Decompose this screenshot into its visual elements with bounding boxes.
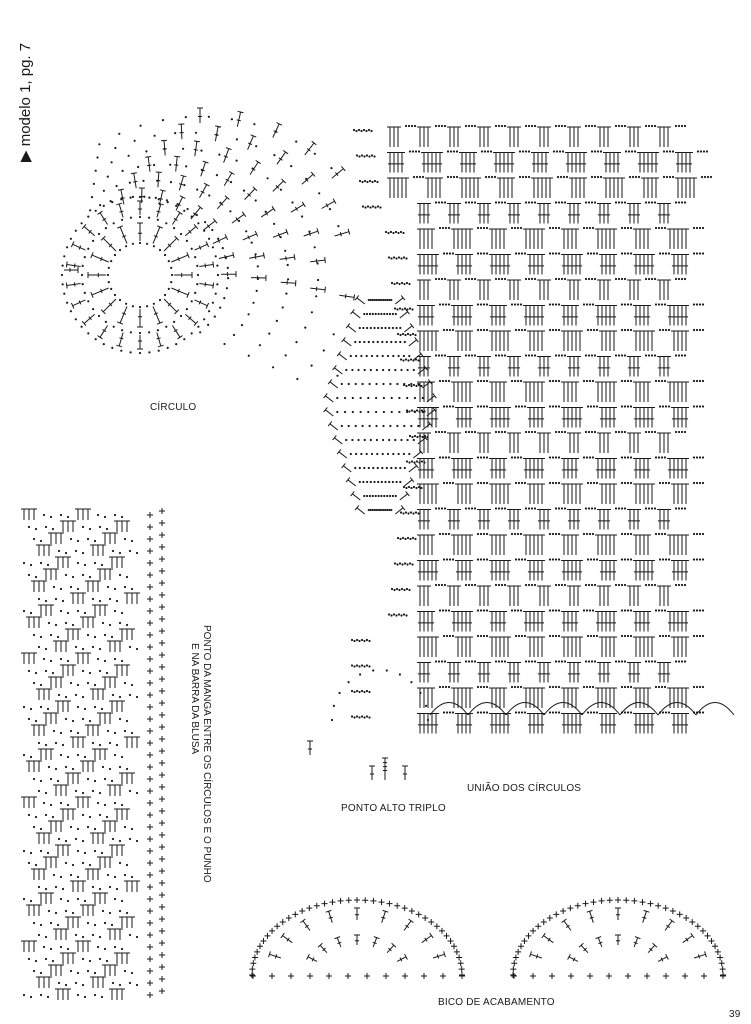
circle-chart bbox=[60, 107, 356, 381]
edging-chart bbox=[249, 897, 726, 979]
union-chart bbox=[307, 124, 735, 780]
sleeve-label-line2: E NA BARRA DA BLUSA bbox=[189, 643, 200, 755]
sleeve-stitch-chart bbox=[21, 508, 165, 1000]
page-number: 39 bbox=[729, 1009, 741, 1020]
triple-treble-label: PONTO ALTO TRIPLO bbox=[341, 803, 446, 814]
edging-label: BICO DE ACABAMENTO bbox=[438, 997, 555, 1008]
sleeve-label-line1: PONTO DA MANGA ENTRE OS CÍRCULOS E O PUN… bbox=[201, 625, 212, 883]
circles-union-label: UNIÃO DOS CÍRCULOS bbox=[467, 783, 582, 794]
circle-label: CÍRCULO bbox=[150, 402, 197, 413]
sleeve-stitch-label: PONTO DA MANGA ENTRE OS CÍRCULOS E O PUN… bbox=[189, 625, 220, 883]
